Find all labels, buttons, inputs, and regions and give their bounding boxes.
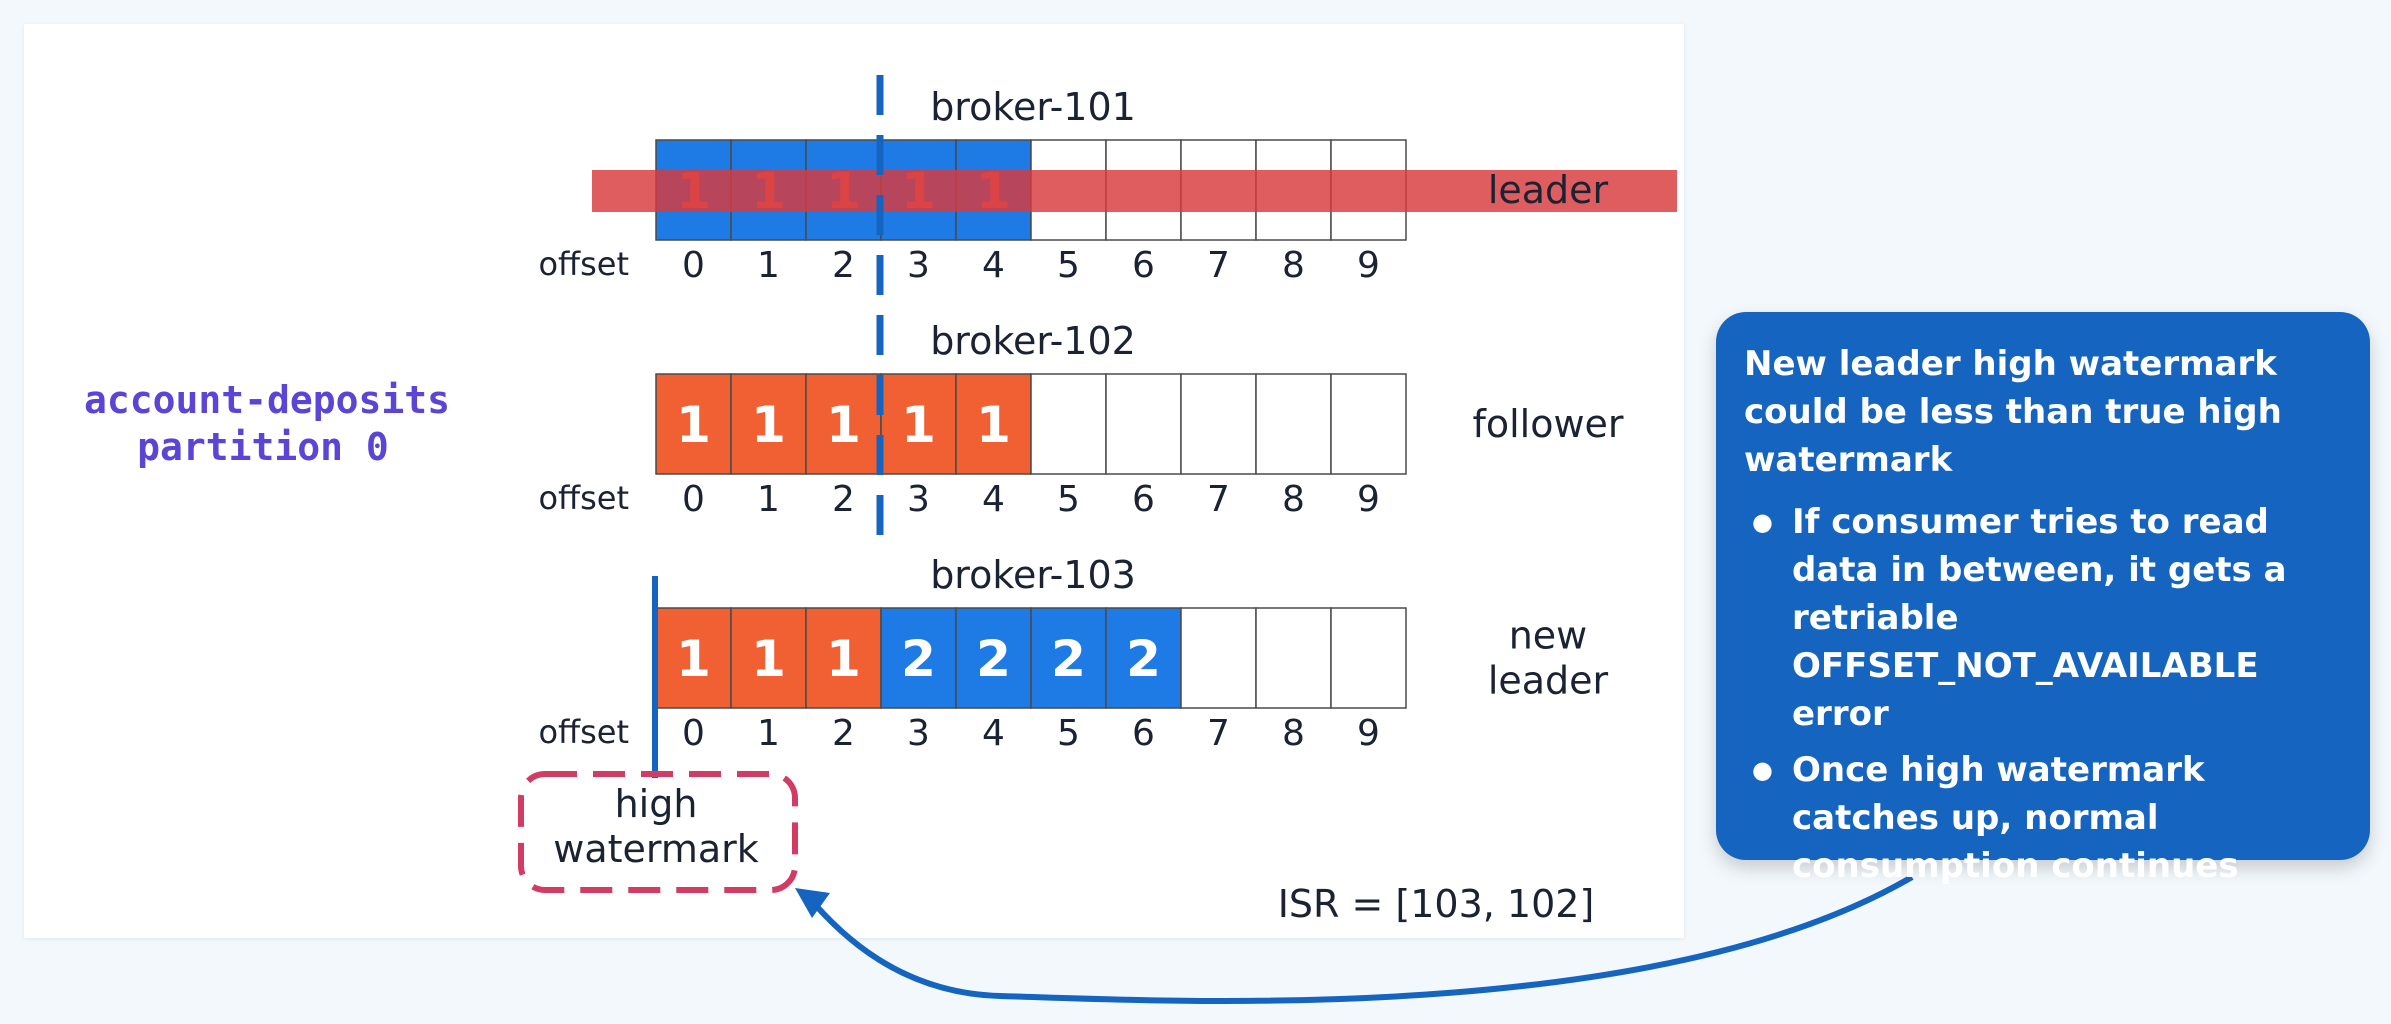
leader-highlight-band [592, 170, 1677, 212]
log-cell-value: 1 [676, 630, 711, 688]
offset-number: 6 [1132, 713, 1155, 754]
log-cell-value: 1 [826, 396, 861, 454]
offset-number: 4 [982, 713, 1005, 754]
log-cell-value: 1 [901, 396, 936, 454]
high-watermark-label-line2: watermark [553, 827, 759, 871]
offset-number: 1 [757, 479, 780, 520]
log-cell [1255, 607, 1332, 709]
offset-number: 1 [757, 713, 780, 754]
broker-name: broker-101 [930, 85, 1136, 129]
topic-partition: partition 0 [137, 425, 389, 469]
high-watermark-label-line1: high [615, 782, 698, 826]
log-cell [1105, 373, 1182, 475]
offset-number: 4 [982, 245, 1005, 286]
offset-label: offset [538, 245, 629, 283]
broker-name: broker-102 [930, 319, 1136, 363]
log-cell-value: 1 [676, 396, 711, 454]
offset-number: 7 [1207, 713, 1230, 754]
offset-number: 3 [907, 479, 930, 520]
offset-label: offset [538, 479, 629, 517]
offset-number: 5 [1057, 713, 1080, 754]
role-label: follower [1472, 402, 1623, 446]
offset-number: 8 [1282, 713, 1305, 754]
offset-number: 9 [1357, 713, 1380, 754]
log-cell [1180, 607, 1257, 709]
offset-number: 3 [907, 245, 930, 286]
log-cell-value: 2 [976, 630, 1011, 688]
log-cell [730, 607, 807, 709]
role-label: new [1509, 614, 1588, 658]
log-cell [1030, 607, 1107, 709]
offset-number: 6 [1132, 479, 1155, 520]
offset-number: 2 [832, 713, 855, 754]
callout-bullet: If consumer tries to read data in betwee… [1752, 498, 2344, 738]
log-cell [1030, 373, 1107, 475]
offset-number: 8 [1282, 245, 1305, 286]
offset-number: 2 [832, 479, 855, 520]
log-cell-value: 1 [751, 630, 786, 688]
log-cell [1180, 373, 1257, 475]
log-cell-value: 2 [901, 630, 936, 688]
offset-number: 4 [982, 479, 1005, 520]
log-cell [1255, 373, 1332, 475]
offset-number: 3 [907, 713, 930, 754]
log-cell [805, 373, 882, 475]
high-watermark-box [518, 771, 798, 893]
offset-number: 2 [832, 245, 855, 286]
offset-number: 5 [1057, 245, 1080, 286]
log-cell [1330, 373, 1407, 475]
callout-bullet-list: If consumer tries to read data in betwee… [1744, 498, 2344, 890]
log-cell-value: 1 [976, 396, 1011, 454]
offset-number: 0 [682, 245, 705, 286]
log-cell [1330, 607, 1407, 709]
callout-arrow [803, 874, 1914, 1004]
offset-number: 7 [1207, 245, 1230, 286]
log-cell-value: 1 [826, 630, 861, 688]
arrow-head [795, 888, 830, 918]
offset-number: 5 [1057, 479, 1080, 520]
offset-number: 9 [1357, 479, 1380, 520]
offset-number: 0 [682, 713, 705, 754]
explanation-callout: New leader high watermark could be less … [1716, 312, 2370, 886]
offset-number: 9 [1357, 245, 1380, 286]
isr-label: ISR = [103, 102] [1278, 882, 1595, 926]
log-cell-value: 2 [1126, 630, 1161, 688]
callout-heading: New leader high watermark could be less … [1744, 344, 2282, 480]
log-cell [955, 607, 1032, 709]
log-cell [880, 373, 957, 475]
offset-number: 8 [1282, 479, 1305, 520]
callout-bullet: Once high watermark catches up, normal c… [1752, 746, 2344, 890]
log-cell [730, 373, 807, 475]
topic-name: account-deposits [84, 378, 450, 422]
offset-number: 6 [1132, 245, 1155, 286]
offset-number: 1 [757, 245, 780, 286]
log-cell [955, 373, 1032, 475]
broker-name: broker-103 [930, 553, 1136, 597]
role-label: leader [1488, 659, 1609, 703]
log-cell [655, 373, 732, 475]
log-cell [655, 607, 732, 709]
offset-label: offset [538, 713, 629, 751]
offset-number: 7 [1207, 479, 1230, 520]
offset-number: 0 [682, 479, 705, 520]
log-cell-value: 1 [751, 396, 786, 454]
role-label-leader: leader [1488, 168, 1609, 212]
log-cell-value: 2 [1051, 630, 1086, 688]
